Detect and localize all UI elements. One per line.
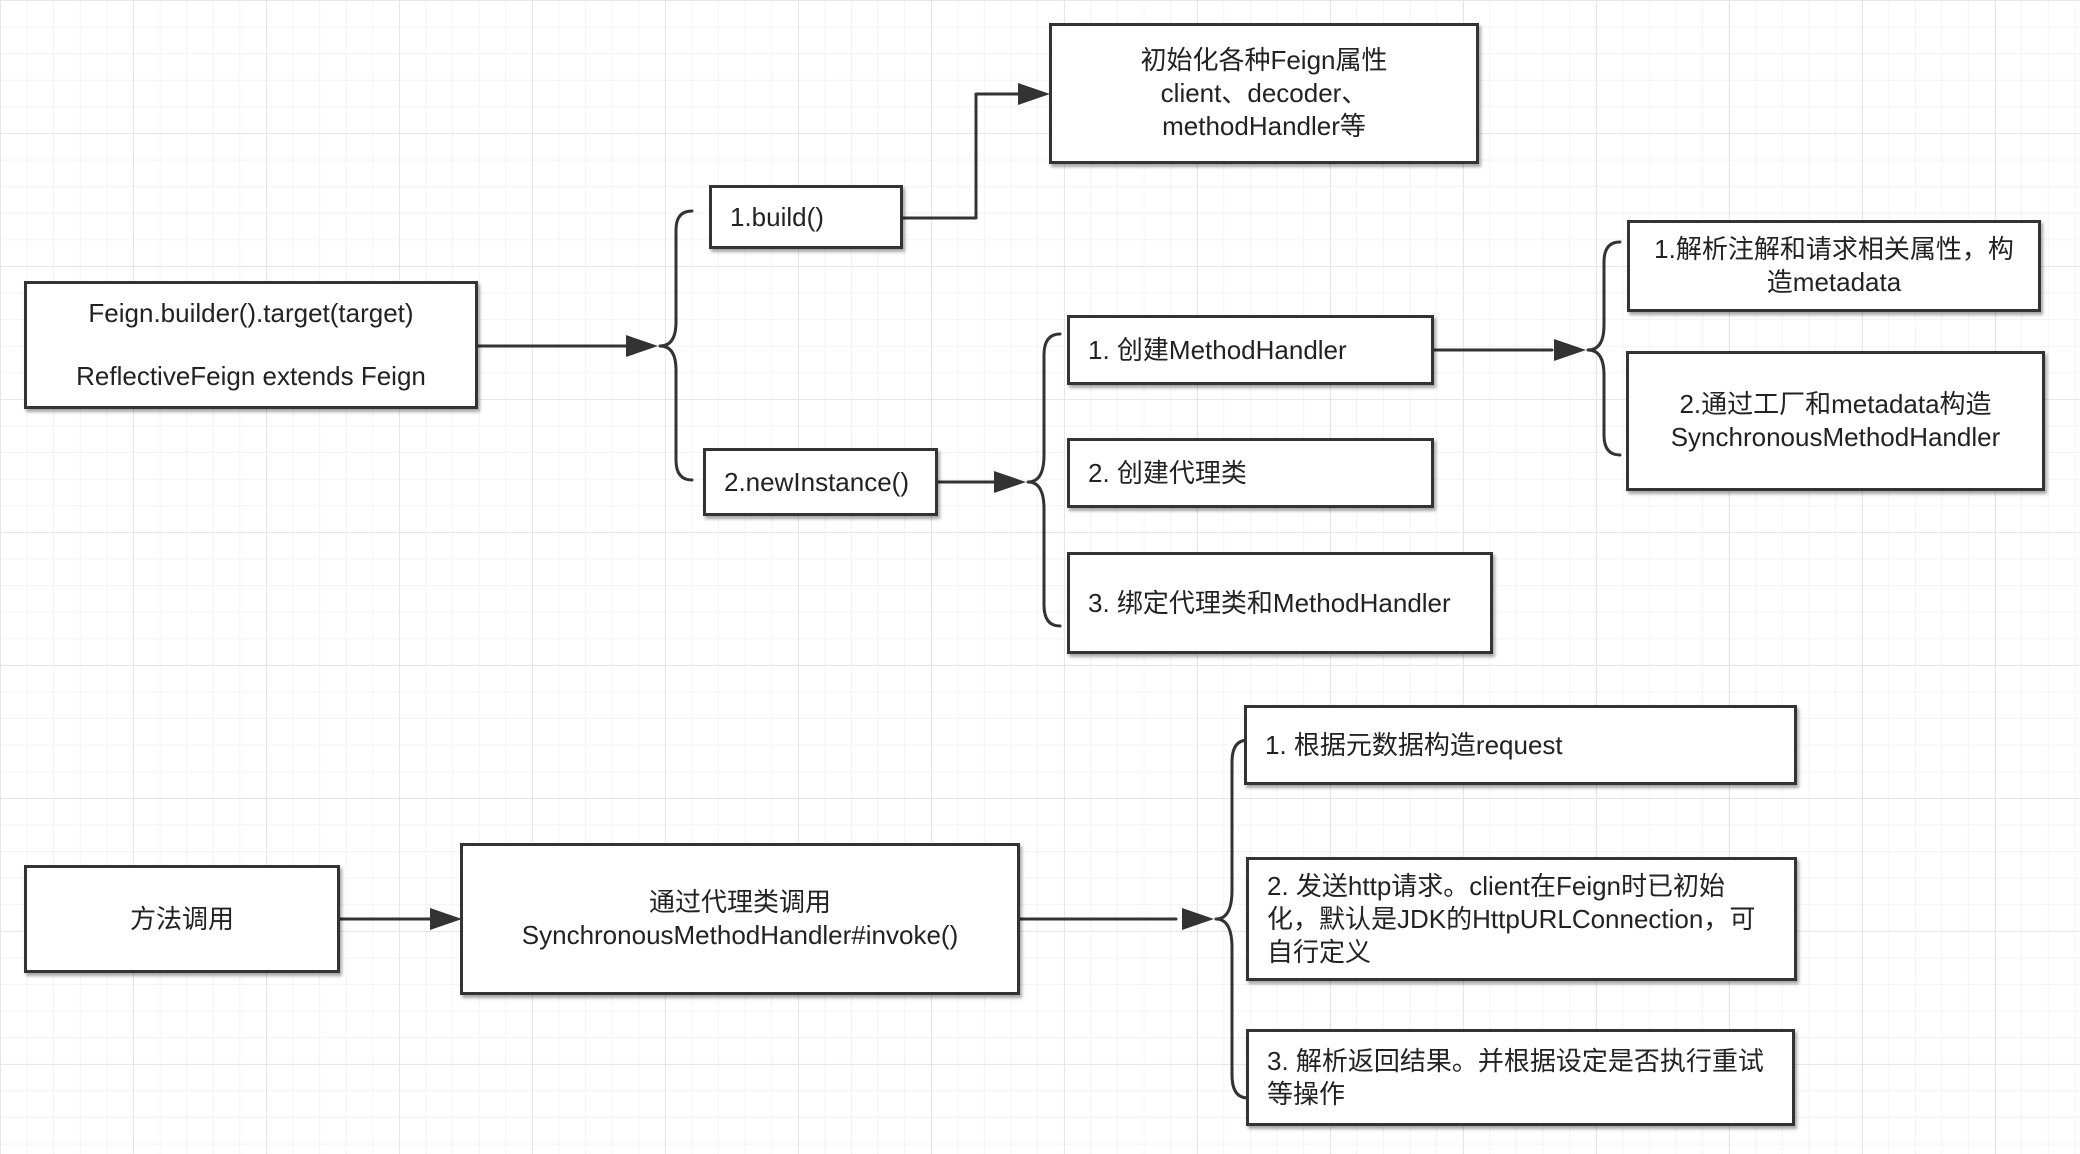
parse-result-node: 3. 解析返回结果。并根据设定是否执行重试 等操作	[1246, 1029, 1795, 1126]
factory-build-node: 2.通过工厂和metadata构造 SynchronousMethodHandl…	[1626, 351, 2045, 491]
build-label: 1.build()	[730, 201, 824, 232]
init-props-line1: 初始化各种Feign属性	[1140, 45, 1388, 75]
newinstance-label: 2.newInstance()	[724, 466, 909, 497]
root-line2: ReflectiveFeign extends Feign	[76, 361, 426, 391]
newinstance-node: 2.newInstance()	[703, 448, 938, 516]
parse-result-line1: 3. 解析返回结果。并根据设定是否执行重试	[1267, 1045, 1764, 1076]
send-http-line1: 2. 发送http请求。client在Feign时已初始	[1267, 870, 1726, 901]
root-line1: Feign.builder().target(target)	[88, 298, 414, 328]
send-http-node: 2. 发送http请求。client在Feign时已初始 化，默认是JDK的Ht…	[1246, 857, 1797, 981]
send-http-line3: 自行定义	[1267, 936, 1372, 967]
parse-result-line2: 等操作	[1267, 1078, 1346, 1109]
bind-proxy-node: 3. 绑定代理类和MethodHandler	[1067, 552, 1493, 654]
method-call-label: 方法调用	[129, 903, 234, 934]
create-handler-label: 1. 创建MethodHandler	[1088, 334, 1347, 365]
invoke-node: 通过代理类调用 SynchronousMethodHandler#invoke(…	[460, 843, 1020, 995]
arrowhead-root	[626, 335, 658, 357]
parse-annotations-line2: 造metadata	[1766, 267, 1902, 297]
invoke-line1: 通过代理类调用	[648, 887, 831, 917]
brace-build-newinstance	[658, 209, 694, 482]
brace-invoke-steps	[1214, 738, 1250, 1100]
parse-annotations-line1: 1.解析注解和请求相关属性，构	[1654, 234, 2014, 264]
build-node: 1.build()	[709, 185, 903, 249]
invoke-line2: SynchronousMethodHandler#invoke()	[521, 920, 959, 950]
init-props-line3: methodHandler等	[1162, 111, 1366, 141]
arrowhead-handler	[1554, 339, 1586, 361]
build-request-label: 1. 根据元数据构造request	[1265, 729, 1563, 760]
root-node: Feign.builder().target(target) Reflectiv…	[24, 281, 478, 409]
bind-proxy-label: 3. 绑定代理类和MethodHandler	[1088, 587, 1451, 618]
init-props-node: 初始化各种Feign属性 client、decoder、 methodHandl…	[1049, 23, 1479, 164]
create-proxy-node: 2. 创建代理类	[1067, 438, 1434, 508]
arrowhead-invoke	[430, 908, 462, 930]
init-props-line2: client、decoder、	[1160, 78, 1368, 108]
create-proxy-label: 2. 创建代理类	[1088, 457, 1247, 488]
create-handler-node: 1. 创建MethodHandler	[1067, 315, 1434, 385]
arrowhead-init	[1018, 83, 1050, 105]
arrowhead-newinstance	[994, 471, 1026, 493]
build-request-node: 1. 根据元数据构造request	[1244, 705, 1797, 785]
brace-newinstance-steps	[1026, 332, 1062, 628]
parse-annotations-node: 1.解析注解和请求相关属性，构 造metadata	[1627, 220, 2041, 312]
arrowhead-invoke-steps	[1182, 908, 1214, 930]
factory-build-line1: 2.通过工厂和metadata构造	[1679, 389, 1992, 419]
factory-build-line2: SynchronousMethodHandler	[1670, 422, 2001, 452]
brace-handler-steps	[1586, 240, 1622, 457]
send-http-line2: 化，默认是JDK的HttpURLConnection，可	[1267, 903, 1756, 934]
connector-build-to-init	[901, 92, 1032, 220]
method-call-node: 方法调用	[24, 865, 340, 973]
